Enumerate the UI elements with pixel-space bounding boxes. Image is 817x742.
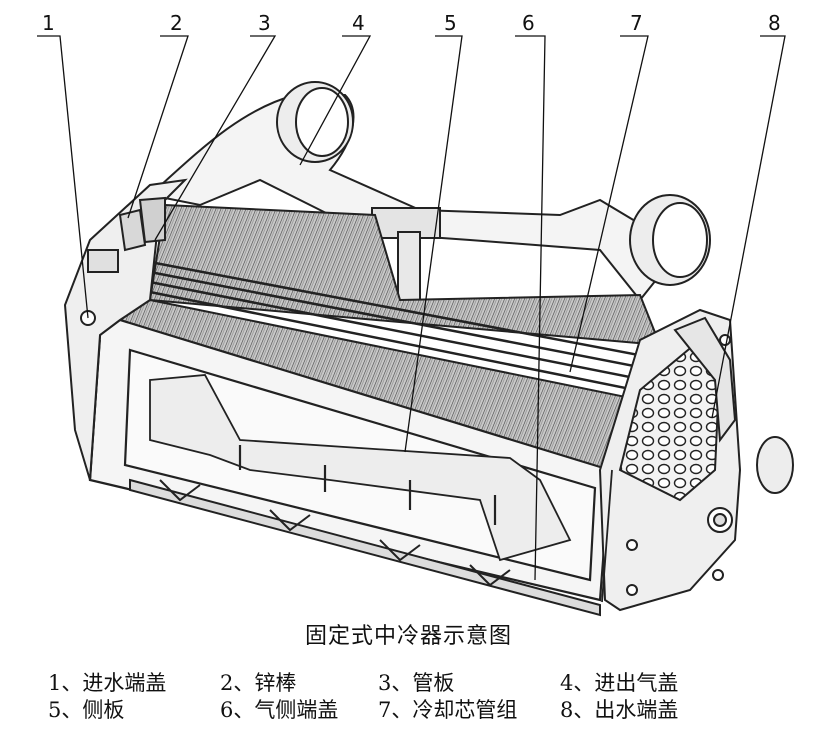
leader-5 xyxy=(404,35,463,453)
legend-item: 6、气侧端盖 xyxy=(220,698,339,722)
callout-numbers: 1 2 3 4 5 6 7 8 xyxy=(42,11,781,35)
leader-2 xyxy=(127,35,189,219)
callout-3: 3 xyxy=(258,11,271,35)
callout-4: 4 xyxy=(352,11,365,35)
callout-7: 7 xyxy=(630,11,643,35)
callout-5: 5 xyxy=(444,11,457,35)
outlet-water-cover-8 xyxy=(598,308,794,612)
legend-item: 1、进水端盖 xyxy=(48,671,167,695)
air-side-cover-6 xyxy=(89,339,613,603)
leader-3 xyxy=(154,35,277,241)
legend-item: 8、出水端盖 xyxy=(560,698,679,722)
side-plate-5 xyxy=(88,318,612,602)
legend-item: 2、锌棒 xyxy=(220,671,297,695)
leader-7 xyxy=(569,35,649,373)
leader-6 xyxy=(515,35,546,581)
intercooler-diagram: 1 2 3 4 5 6 7 8 xyxy=(37,11,794,617)
leader-1 xyxy=(37,35,89,319)
legend-item: 3、管板 xyxy=(378,671,455,695)
parts-legend: 1、进水端盖 2、锌棒 3、管板 4、进出气盖 5、侧板 6、气侧端盖 7、冷却… xyxy=(48,670,808,724)
legend-row: 1、进水端盖 2、锌棒 3、管板 4、进出气盖 xyxy=(48,670,808,697)
figure-caption: 固定式中冷器示意图 xyxy=(304,624,512,649)
leader-8 xyxy=(711,35,786,419)
callout-1: 1 xyxy=(42,11,55,35)
legend-row: 5、侧板 6、气侧端盖 7、冷却芯管组 8、出水端盖 xyxy=(48,697,808,724)
base-ribs xyxy=(129,478,601,617)
legend-item: 5、侧板 xyxy=(48,698,125,722)
callout-8: 8 xyxy=(768,11,781,35)
callout-6: 6 xyxy=(522,11,535,35)
legend-item: 7、冷却芯管组 xyxy=(378,698,518,722)
leader-4 xyxy=(299,35,372,166)
legend-item: 4、进出气盖 xyxy=(560,671,679,695)
leader-lines xyxy=(37,35,786,581)
callout-2: 2 xyxy=(170,11,183,35)
